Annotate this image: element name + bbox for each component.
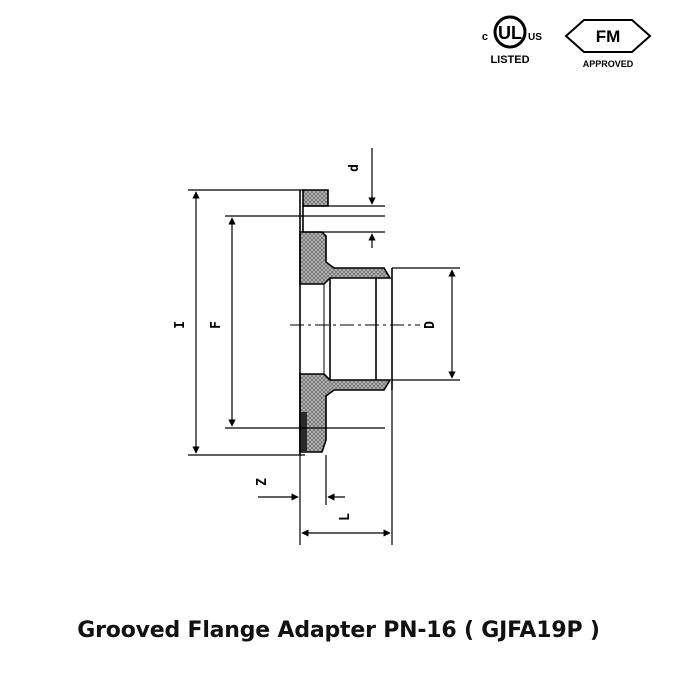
fm-logo-center: FM: [596, 27, 621, 46]
dimension-lines: [188, 148, 460, 545]
label-outer-diameter: I: [173, 321, 188, 329]
fm-approved-logo: FM APPROVED: [564, 19, 652, 69]
ul-listed-logo: UL c US LISTED: [482, 15, 542, 66]
ul-logo-bottom: LISTED: [490, 54, 529, 66]
label-inner-diameter: D: [423, 321, 438, 329]
ul-logo-right: US: [528, 32, 542, 43]
ul-logo-left: c: [482, 31, 488, 43]
flange-adapter-drawing: I F d D Z L: [173, 148, 460, 545]
ul-logo-center: UL: [498, 23, 522, 43]
label-flange-thickness: Z: [255, 478, 270, 486]
fm-logo-bottom: APPROVED: [583, 59, 634, 69]
label-length: L: [338, 513, 353, 521]
product-caption: Grooved Flange Adapter PN-16 ( GJFA19P ): [77, 618, 600, 643]
label-bolt-circle: F: [209, 321, 224, 329]
label-bolt-hole: d: [347, 164, 362, 172]
flange-section: [299, 189, 393, 455]
certification-logos: UL c US LISTED FM APPROVED: [470, 8, 670, 69]
